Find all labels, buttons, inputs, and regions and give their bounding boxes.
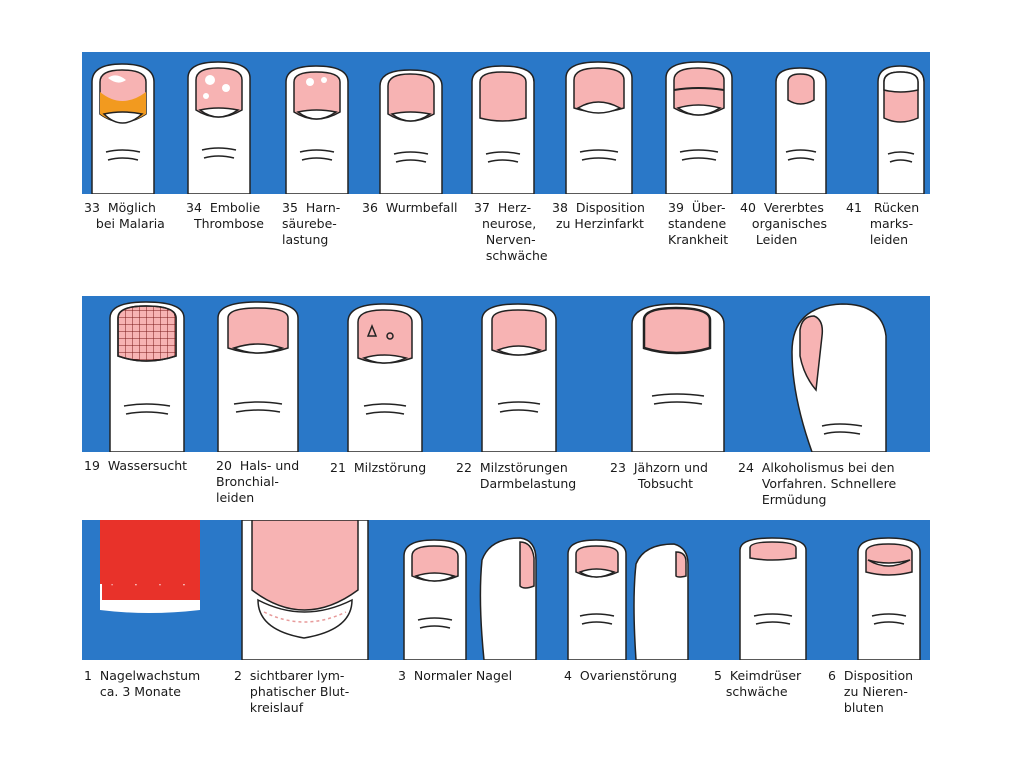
label-1: 1 Nagelwachstum ca. 3 Monate	[84, 668, 201, 699]
label-4: 4 Ovarienstörung	[564, 668, 678, 683]
label-36: 36 Wurmbefall	[362, 200, 458, 215]
label-6: 6 Disposition zu Nieren- bluten	[828, 668, 914, 715]
finger-5-keimdruesenschwaeche	[739, 537, 807, 660]
finger-3-normaler-nagel	[403, 537, 537, 660]
label-21: 21 Milzstörung	[330, 460, 427, 475]
finger-34-embolie	[187, 61, 251, 194]
band-row-2	[82, 296, 930, 452]
row-1-illustrations	[91, 61, 925, 194]
finger-36-wurmbefall	[379, 69, 443, 194]
label-41: 41 Rücken marks- leiden	[846, 200, 920, 247]
finger-1-nagelwachstum	[100, 520, 200, 613]
finger-4-ovarienstoerung	[567, 539, 689, 660]
finger-38-herzinfarkt	[565, 61, 633, 194]
label-5: 5 Keimdrüser schwäche	[714, 668, 802, 699]
finger-2-lymphatischer-kreislauf	[241, 520, 369, 660]
label-39: 39 Über- standene Krankheit	[668, 200, 729, 247]
label-19: 19 Wassersucht	[84, 458, 188, 473]
finger-35-harnsaeure	[285, 65, 349, 194]
finger-22-milzstoerungen-darm	[481, 303, 557, 452]
label-24: 24 Alkoholismus bei den Vorfahren. Schne…	[738, 460, 897, 507]
finger-24-alkoholismus	[791, 303, 887, 452]
finger-19-wassersucht	[109, 301, 185, 452]
label-2: 2 sichtbarer lym- phatischer Blut- kreis…	[234, 668, 350, 715]
finger-21-milzstoerung	[347, 303, 423, 452]
finger-23-jaehzorn	[631, 303, 725, 452]
finger-33-malaria	[91, 63, 155, 194]
label-34: 34 Embolie Thrombose	[186, 200, 264, 231]
label-40: 40 Vererbtes organisches Leiden	[740, 200, 827, 247]
label-38: 38 Disposition zu Herzinfarkt	[552, 200, 645, 231]
label-22: 22 Milzstörungen Darmbelastung	[456, 460, 577, 491]
label-3: 3 Normaler Nagel	[398, 668, 513, 683]
label-35: 35 Harn- säurebe- lastung	[282, 200, 341, 247]
finger-6-nierenbluten	[857, 537, 921, 660]
label-23: 23 Jähzorn und Tobsucht	[610, 460, 708, 491]
label-33: 33 Möglich bei Malaria	[84, 200, 165, 231]
band-row-3	[82, 520, 930, 660]
finger-41-rueckenmarksleiden	[877, 65, 925, 194]
finger-40-vererbtes-leiden	[775, 67, 827, 194]
row-3-illustrations	[100, 520, 921, 660]
finger-37-herzneurose	[471, 65, 535, 194]
finger-20-hals-bronchial	[217, 301, 299, 452]
row-2-illustrations	[109, 301, 887, 452]
label-37: 37 Herz- neurose, Nerven- schwäche	[474, 200, 548, 263]
band-row-1	[82, 52, 930, 194]
label-20: 20 Hals- und Bronchial- leiden	[216, 458, 300, 505]
finger-39-ueberstandene-krankheit	[665, 61, 733, 194]
